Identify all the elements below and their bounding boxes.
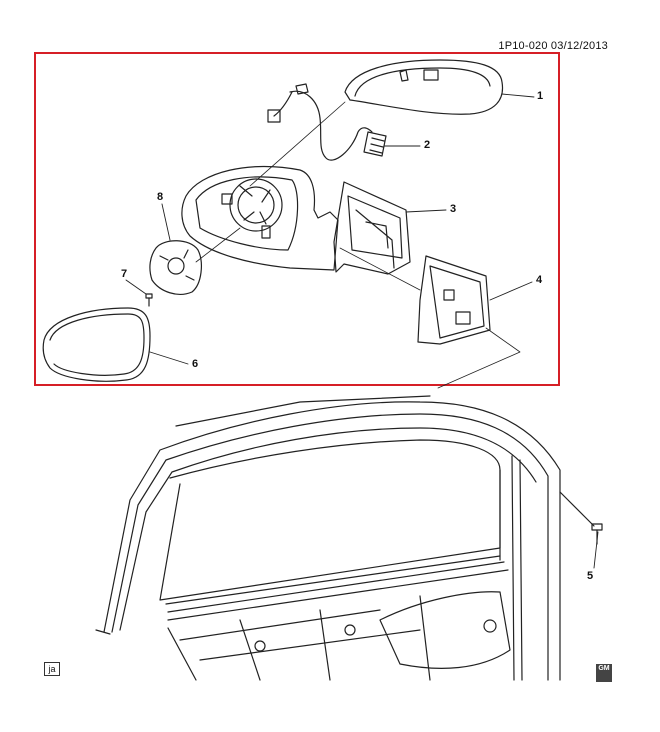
part-bolt-5 xyxy=(559,491,603,545)
part-mirror-housing xyxy=(181,165,339,271)
guide-lines xyxy=(195,101,521,389)
callout-6: 6 xyxy=(191,358,199,370)
callout-7: 7 xyxy=(120,268,128,280)
callout-3: 3 xyxy=(449,203,457,215)
mirror-detail-frame xyxy=(34,52,560,386)
part-actuator xyxy=(149,240,202,295)
part-wiring-harness xyxy=(267,83,387,161)
callout-5: 5 xyxy=(586,570,594,582)
door-assembly xyxy=(95,395,561,681)
language-badge: ja xyxy=(44,662,60,676)
part-screw-7 xyxy=(145,293,153,307)
document-id: 1P10-020 03/12/2013 xyxy=(498,40,608,52)
callout-2: 2 xyxy=(423,139,431,151)
leader-lines xyxy=(125,93,599,569)
callout-1: 1 xyxy=(536,90,544,102)
part-mirror-base xyxy=(417,255,491,345)
callout-8: 8 xyxy=(156,191,164,203)
callout-4: 4 xyxy=(535,274,543,286)
part-bracket xyxy=(333,181,411,275)
part-mirror-cover xyxy=(344,59,504,115)
gm-logo: GM xyxy=(596,664,612,682)
part-mirror-glass xyxy=(42,307,151,382)
